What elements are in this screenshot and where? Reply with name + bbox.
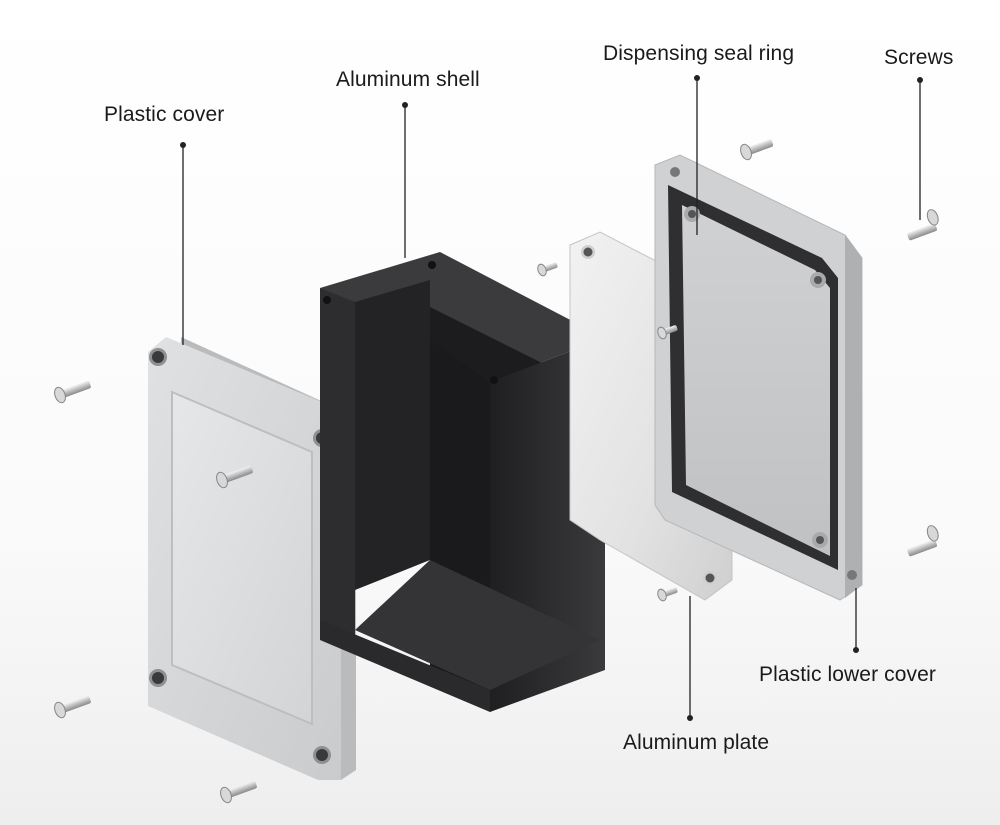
- plastic-lower-cover-label: Plastic lower cover: [759, 663, 936, 686]
- screw-icon: [657, 325, 678, 340]
- leader-screws: [917, 77, 923, 220]
- screw-icon: [537, 262, 558, 277]
- leader-plastic-cover: [180, 142, 186, 345]
- screw-icon: [740, 139, 774, 161]
- leader-lines: [180, 75, 923, 721]
- screw-icon: [907, 525, 939, 557]
- screw-icon: [657, 587, 678, 602]
- aluminum-shell-part: [320, 252, 605, 712]
- leader-aluminum-plate: [687, 596, 693, 721]
- plastic-cover-label: Plastic cover: [104, 103, 225, 126]
- leader-dispensing-seal-ring: [694, 75, 700, 235]
- dispensing-seal-ring-label: Dispensing seal ring: [603, 42, 795, 65]
- screw-icon: [54, 380, 91, 404]
- screw-icon: [54, 695, 91, 719]
- screw-icon: [216, 465, 253, 489]
- aluminum-plate-label: Aluminum plate: [623, 731, 770, 754]
- plastic-cover-part: [148, 337, 356, 780]
- plastic-lower-cover-part: [654, 154, 863, 601]
- screws-group: [54, 139, 939, 804]
- screw-icon: [220, 780, 257, 804]
- leader-plastic-lower-cover: [853, 588, 859, 653]
- aluminum-shell-label: Aluminum shell: [336, 68, 480, 91]
- leader-aluminum-shell: [402, 102, 408, 258]
- screw-icon: [907, 209, 939, 241]
- screws-label: Screws: [884, 46, 954, 69]
